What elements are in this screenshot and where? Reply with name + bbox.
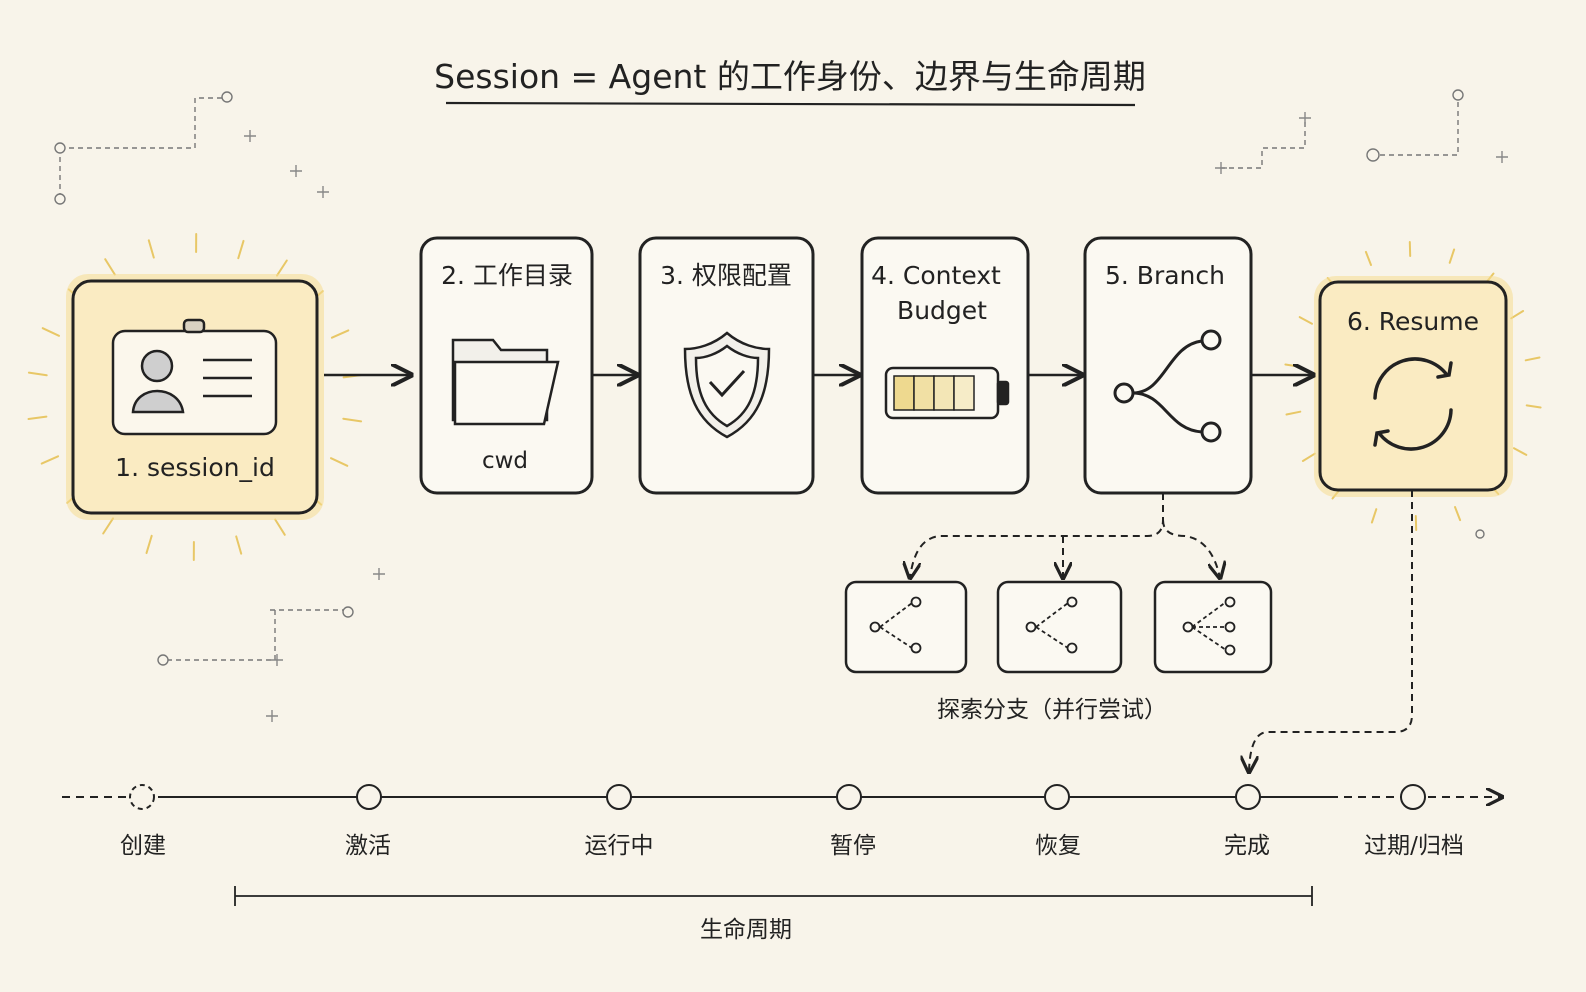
branch-icon [1113, 329, 1222, 443]
timeline-stage-label: 恢复 [1035, 833, 1081, 859]
glow-ray [1525, 404, 1542, 409]
glow-ray [104, 258, 116, 276]
timeline-stage-label: 激活 [345, 833, 391, 859]
glow-ray [274, 518, 286, 536]
timeline-node [129, 784, 155, 810]
glow-ray [27, 415, 48, 420]
glow-ray [147, 239, 155, 259]
glow-ray [1513, 447, 1528, 456]
step-sublabel-cwd: cwd [481, 448, 529, 474]
folder-icon [451, 338, 560, 426]
step-label-permissions: 3. 权限配置 [660, 261, 792, 290]
step-label-resume: 6. Resume [1346, 307, 1480, 336]
timeline-stage-label: 过期/归档 [1364, 833, 1464, 859]
mini-branch-icon [869, 596, 922, 654]
glow-ray [342, 417, 363, 423]
step-label-branch: 5. Branch [1105, 261, 1225, 290]
glow-ray [1364, 250, 1372, 266]
timeline-nodes [129, 784, 1426, 810]
glow-ray [1298, 316, 1313, 325]
timeline-node [836, 784, 862, 810]
timeline-node [1044, 784, 1070, 810]
glow-ray [330, 329, 350, 339]
glow-ray [145, 534, 153, 555]
glow-ray [276, 259, 288, 277]
glow-ray [102, 517, 114, 535]
refresh-icon [1373, 357, 1453, 451]
glow-ray [1448, 248, 1456, 264]
glow-ray [1301, 452, 1316, 462]
glow-ray [1285, 410, 1302, 416]
glow-ray [27, 371, 48, 377]
glow-ray [41, 327, 60, 337]
branch-dashed-arrows [910, 490, 1413, 772]
lifecycle-bracket [234, 886, 1313, 906]
branch-box-1 [844, 580, 968, 674]
diagram-title: Session = Agent 的工作身份、边界与生命周期 [434, 57, 1146, 96]
mini-branch-icon [1182, 596, 1236, 656]
timeline-node [356, 784, 382, 810]
timeline-node [1235, 784, 1261, 810]
glow-ray [1454, 506, 1462, 522]
step-box-context-budget [860, 236, 1030, 495]
lifecycle-label: 生命周期 [700, 917, 792, 943]
glow-ray [1370, 508, 1378, 524]
shield-check-icon [683, 331, 771, 439]
id-card-icon [111, 318, 278, 436]
decor-nodes [54, 89, 1485, 666]
timeline-stage-label: 运行中 [584, 833, 654, 859]
step-label-context-line2: Budget [897, 296, 987, 325]
glow-ray [330, 457, 349, 467]
timeline-stage-label: 完成 [1224, 833, 1270, 859]
step-label-session-id: 1. session_id [115, 453, 275, 482]
branch-mini-boxes [844, 580, 1273, 674]
title-underline [445, 101, 1136, 107]
glow-ray [235, 535, 243, 555]
timeline-stage-label: 创建 [120, 833, 166, 859]
decor-plus-marks [244, 112, 1508, 722]
glow-ray [237, 239, 245, 260]
glow-ray [1284, 363, 1301, 368]
step-label-workdir: 2. 工作目录 [441, 261, 573, 290]
step-label-context-line1: 4. Context [871, 261, 1001, 290]
timeline-node [606, 784, 632, 810]
battery-icon [884, 366, 1010, 420]
glow-ray [40, 455, 60, 465]
branch-box-2 [996, 580, 1123, 674]
glow-ray [1510, 310, 1525, 320]
branch-caption: 探索分支（并行尝试） [937, 697, 1167, 723]
glow-ray [1524, 356, 1541, 362]
timeline-node [1400, 784, 1426, 810]
mini-branch-icon [1025, 596, 1078, 654]
timeline-stage-label: 暂停 [830, 833, 876, 859]
